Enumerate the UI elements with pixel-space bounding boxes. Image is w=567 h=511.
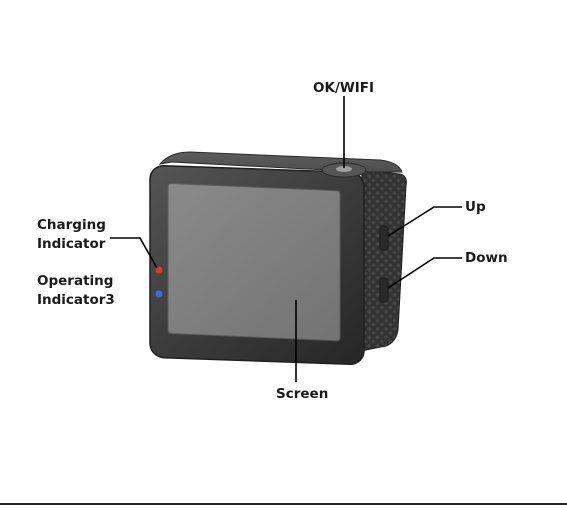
ok-wifi-label: OK/WIFI xyxy=(313,80,374,96)
up-label: Up xyxy=(465,199,486,215)
operating-label-line1: Operating xyxy=(37,273,113,289)
operating-label-line2: Indicator3 xyxy=(37,292,115,308)
operating-indicator-led xyxy=(156,291,163,298)
screen-label: Screen xyxy=(276,386,328,402)
down-label: Down xyxy=(465,250,508,266)
charging-label-line2: Indicator xyxy=(37,236,106,252)
down-button[interactable] xyxy=(380,278,388,302)
charging-label-line1: Charging xyxy=(37,217,106,233)
bottom-rule xyxy=(0,503,567,505)
up-button[interactable] xyxy=(380,226,388,250)
camera-screen xyxy=(168,183,340,341)
